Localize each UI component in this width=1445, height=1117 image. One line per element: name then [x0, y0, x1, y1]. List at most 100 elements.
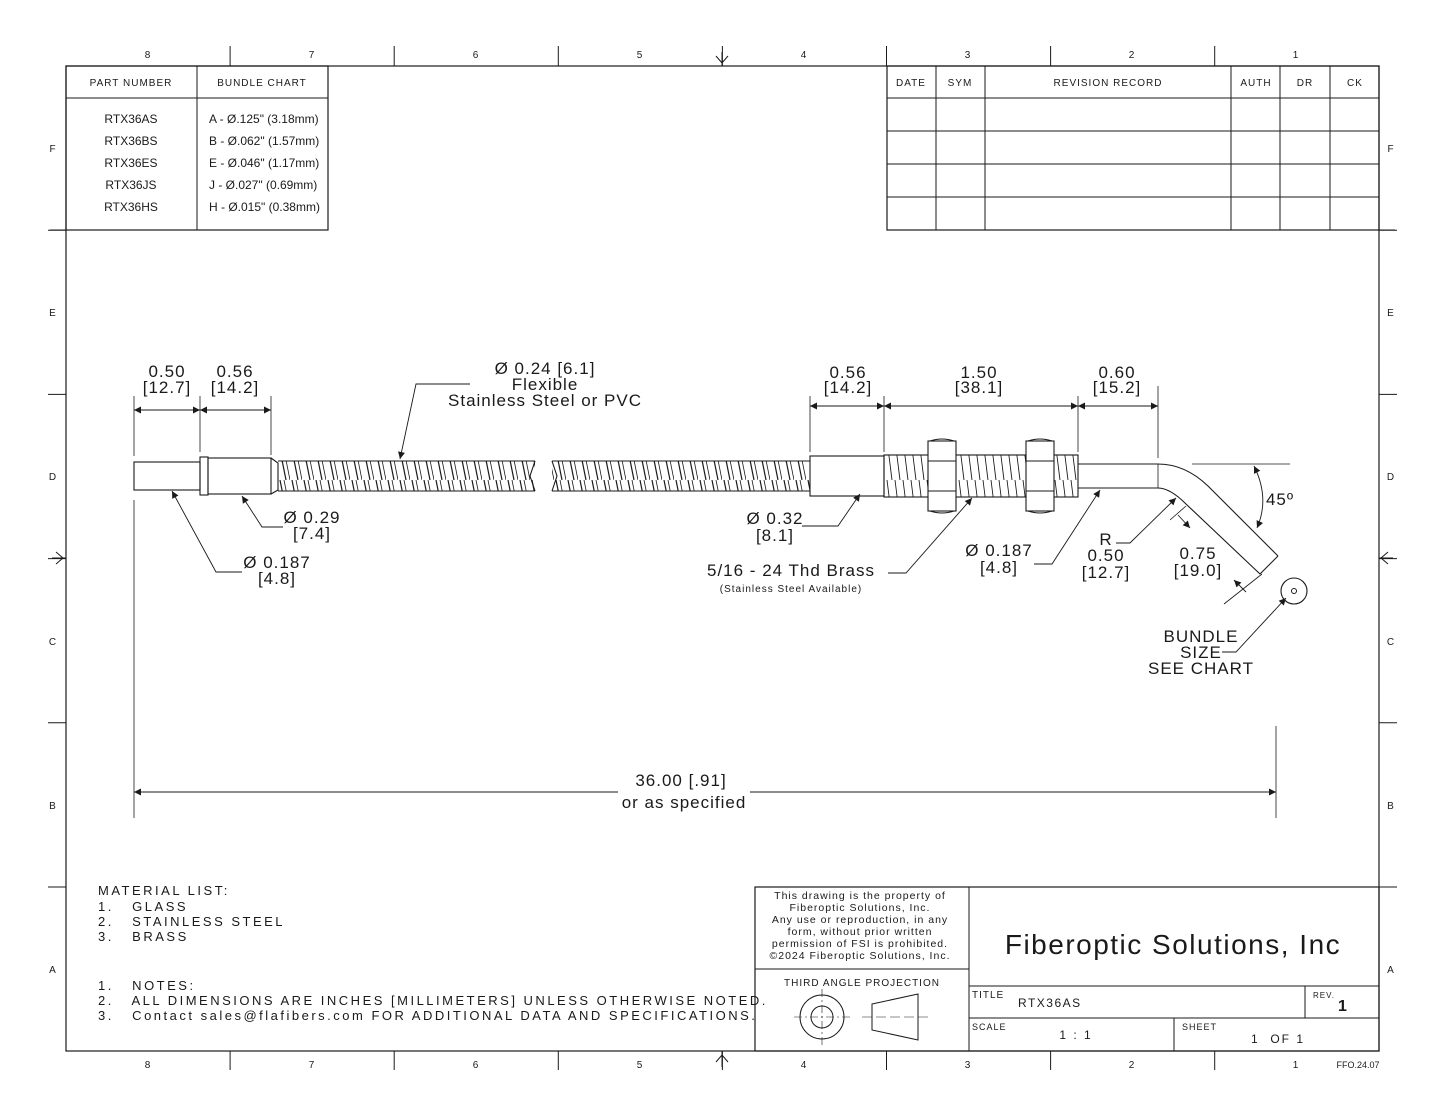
zone-row-right-C: C [1387, 637, 1395, 648]
dim-radius: 0.50 [1087, 546, 1124, 565]
dim-thread-length: 1.50 [960, 363, 997, 382]
hex-nut-right [1025, 438, 1055, 514]
note-item: 1. NOTES: [98, 978, 196, 993]
material-item: 1. GLASS [98, 899, 188, 914]
dimension-labels: 0.50 [12.7] 0.56 [14.2] Ø 0.24 [6.1] Fle… [143, 359, 1294, 812]
zone-row-right-B: B [1387, 801, 1395, 812]
zone-col-bottom-1: 1 [1293, 1060, 1300, 1071]
flexible-hose-right [551, 460, 810, 492]
material-list: MATERIAL LIST: 1. GLASS 2. STAINLESS STE… [98, 883, 285, 944]
hose-type-label: Flexible [512, 375, 579, 394]
title-block: This drawing is the property of Fiberopt… [50, 886, 1395, 1052]
part-number-cell: RTX36ES [104, 156, 157, 170]
dim-radius-mm: [12.7] [1082, 563, 1131, 582]
header-ck: CK [1347, 78, 1363, 89]
scale-value: 1 : 1 [1059, 1028, 1092, 1042]
company-name: Fiberoptic Solutions, Inc [1005, 929, 1341, 960]
dim-overall-length: 36.00 [.91] [635, 771, 726, 790]
dim-dia-0187-probe: Ø 0.187 [965, 541, 1033, 560]
header-auth: AUTH [1240, 78, 1271, 89]
left-sleeve [207, 457, 272, 495]
note-item: 3. Contact sales@flafibers.com FOR ADDIT… [98, 1008, 757, 1023]
bundle-size-note: SEE CHART [1148, 659, 1254, 678]
dim-tube-length: 0.60 [1098, 363, 1135, 382]
bundle-size-cell: A - Ø.125" (3.18mm) [209, 112, 319, 126]
zone-row-right-F: F [1387, 144, 1394, 155]
hex-nut-left [927, 438, 957, 514]
zone-col-top-6: 6 [473, 50, 480, 61]
zone-row-right-A: A [1387, 965, 1395, 976]
third-angle-projection-icon [794, 989, 930, 1045]
zone-row-left-E: E [49, 308, 57, 319]
material-item: 2. STAINLESS STEEL [98, 914, 285, 929]
title-value: RTX36AS [1018, 996, 1082, 1010]
bundle-size-cell: J - Ø.027" (0.69mm) [209, 178, 317, 192]
zone-col-top-7: 7 [309, 50, 316, 61]
bent-probe-tube [1078, 463, 1279, 575]
cable-assembly-drawing [133, 438, 1308, 605]
dim-right-sleeve: 0.56 [829, 363, 866, 382]
hose-material-label: Stainless Steel or PVC [448, 391, 642, 410]
property-notice-line: ©2024 Fiberoptic Solutions, Inc. [770, 950, 951, 962]
zone-row-left-D: D [49, 472, 57, 483]
zone-col-top-1: 1 [1293, 50, 1300, 61]
title-label: TITLE [972, 990, 1004, 1001]
revision-record-table: DATE SYM REVISION RECORD AUTH DR CK [886, 65, 1380, 231]
bundle-size-note: BUNDLE [1164, 627, 1239, 646]
dim-dia-029: Ø 0.29 [283, 508, 340, 527]
hose-diameter-label: Ø 0.24 [6.1] [495, 359, 596, 378]
header-revision-record: REVISION RECORD [1054, 78, 1163, 89]
dim-radius-label: R [1099, 530, 1112, 549]
dim-right-sleeve-mm: [14.2] [824, 378, 873, 397]
zone-col-top-4: 4 [801, 50, 808, 61]
sheet-label: SHEET [1182, 1022, 1217, 1032]
dim-dia-032: Ø 0.32 [746, 509, 803, 528]
zone-col-top-2: 2 [1129, 50, 1136, 61]
zone-col-top-8: 8 [145, 50, 152, 61]
dim-bend-length: 0.75 [1179, 544, 1216, 563]
rev-label: REV. [1313, 991, 1335, 1000]
rev-value: 1 [1338, 998, 1347, 1015]
thread-spec: 5/16 - 24 Thd Brass [707, 561, 875, 580]
dim-dia-0187-tip: Ø 0.187 [243, 553, 311, 572]
header-date: DATE [896, 78, 926, 89]
dim-sleeve-length-mm: [14.2] [211, 378, 260, 397]
scale-label: SCALE [972, 1022, 1007, 1032]
right-sleeve [809, 455, 885, 497]
header-bundle-chart: BUNDLE CHART [217, 78, 307, 89]
dim-overall-length-note: or as specified [622, 793, 747, 812]
border-frame [48, 46, 1397, 1070]
notes-list: 1. NOTES: 2. ALL DIMENSIONS ARE INCHES [… [98, 978, 768, 1023]
projection-label: THIRD ANGLE PROJECTION [784, 978, 940, 989]
header-sym: SYM [948, 78, 973, 89]
dim-tube-length-mm: [15.2] [1093, 378, 1142, 397]
material-item: 3. BRASS [98, 929, 189, 944]
dim-thread-length-mm: [38.1] [955, 378, 1004, 397]
property-notice-line: Any use or reproduction, in any [772, 914, 948, 926]
zone-row-left-B: B [49, 801, 57, 812]
property-notice-line: Fiberoptic Solutions, Inc. [790, 902, 931, 914]
dimension-lines [133, 383, 1290, 818]
dim-bend-angle: 45º [1266, 490, 1294, 509]
zone-row-left-C: C [49, 637, 57, 648]
dim-dia-029-mm: [7.4] [293, 524, 331, 543]
sheet-value: 1 OF 1 [1251, 1032, 1305, 1046]
zone-col-bottom-4: 4 [801, 1060, 808, 1071]
dim-tip-length: 0.50 [148, 362, 185, 381]
bundle-size-cell: E - Ø.046" (1.17mm) [209, 156, 319, 170]
zone-col-bottom-3: 3 [965, 1060, 972, 1071]
header-part-number: PART NUMBER [90, 78, 173, 89]
dim-tip-length-mm: [12.7] [143, 378, 192, 397]
zone-col-bottom-7: 7 [309, 1060, 316, 1071]
part-number-cell: RTX36AS [104, 112, 157, 126]
property-notice-line: form, without prior written [788, 926, 933, 938]
bundle-size-cell: H - Ø.015" (0.38mm) [209, 200, 320, 214]
dim-dia-032-mm: [8.1] [756, 526, 794, 545]
property-notice-line: permission of FSI is prohibited. [772, 938, 948, 950]
property-notice-line: This drawing is the property of [774, 890, 946, 902]
zone-col-bottom-8: 8 [145, 1060, 152, 1071]
zone-labels: 8 7 6 5 4 3 2 1 8 7 6 5 4 3 2 1 F E D C … [49, 50, 1395, 1071]
note-item: 2. ALL DIMENSIONS ARE INCHES [MILLIMETER… [98, 993, 768, 1008]
dim-bend-length-mm: [19.0] [1174, 561, 1223, 580]
